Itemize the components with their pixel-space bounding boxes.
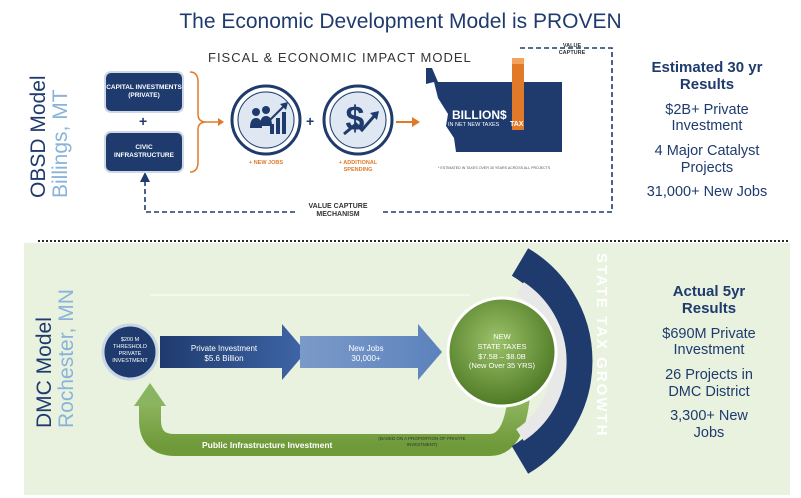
dmc-result-item: 26 Projects in DMC District [665,366,753,400]
jobs-growth-icon [230,84,302,156]
value-capture-mechanism-label: VALUE CAPTURE MECHANISM [308,203,368,219]
economic-impact-label: Economic Impact [575,320,585,396]
obsd-result-item: 31,000+ New Jobs [646,184,768,201]
dmc-results-title: Actual 5yr Results [672,283,746,318]
obsd-results: Estimated 30 yr Results $2B+ Private Inv… [627,59,787,201]
capital-investments-box: CAPITAL INVESTMENTS (PRIVATE) [106,73,182,111]
public-infrastructure-note: (BASED ON A PROPORTION OF PRIVATE INVEST… [378,436,466,447]
public-infrastructure-label: Public Infrastructure Investment [202,440,333,450]
plus-sign: + [139,113,148,129]
dmc-results: Actual 5yr Results $690M Private Investm… [634,283,784,442]
obsd-result-item: $2B+ Private Investment [665,101,749,135]
new-jobs-label: + NEW JOBS [248,160,284,166]
obsd-results-title: Estimated 30 yr Results [651,59,763,94]
tax-label: TAX [510,121,524,128]
additional-spending-label: + ADDITIONAL SPENDING [338,160,378,173]
obsd-result-item: 4 Major Catalyst Projects [654,142,760,176]
private-investment-arrow: Private Investment $5.6 Billion [190,344,258,363]
fine-print: * ESTIMATED IN TAXES OVER 30 YEARS ACROS… [438,166,551,170]
montana-map-icon [426,58,562,152]
dmc-flow-diagram [101,248,593,474]
new-state-taxes-circle: NEW STATE TAXES $7.5B – $8.0B (New Over … [468,332,536,371]
dmc-result-item: $690M Private Investment [662,325,756,359]
civic-infrastructure-box: CIVIC INFRASTRUCTURE [106,133,182,171]
svg-text:$: $ [346,100,365,138]
fiscal-model-title: FISCAL & ECONOMIC IMPACT MODEL [208,50,472,65]
section-divider [38,240,788,242]
dollar-spending-icon: $ [322,84,394,156]
billions-label: BILLION$ [452,108,507,122]
net-new-taxes-label: IN NET NEW TAXES [448,122,500,128]
value-capture-top-label: VALUE CAPTURE [558,43,586,56]
obsd-dashed-frame [140,47,613,213]
state-tax-growth-label: STATE TAX GROWTH [593,252,610,438]
page-title: The Economic Development Model is PROVEN [179,10,622,33]
plus-sign-2: + [306,113,315,129]
new-jobs-arrow: New Jobs 30,000+ [348,344,384,363]
threshold-label: $200 M THRESHOLD PRIVATE INVESTMENT [112,337,148,364]
dmc-result-item: 3,300+ New Jobs [670,408,748,441]
